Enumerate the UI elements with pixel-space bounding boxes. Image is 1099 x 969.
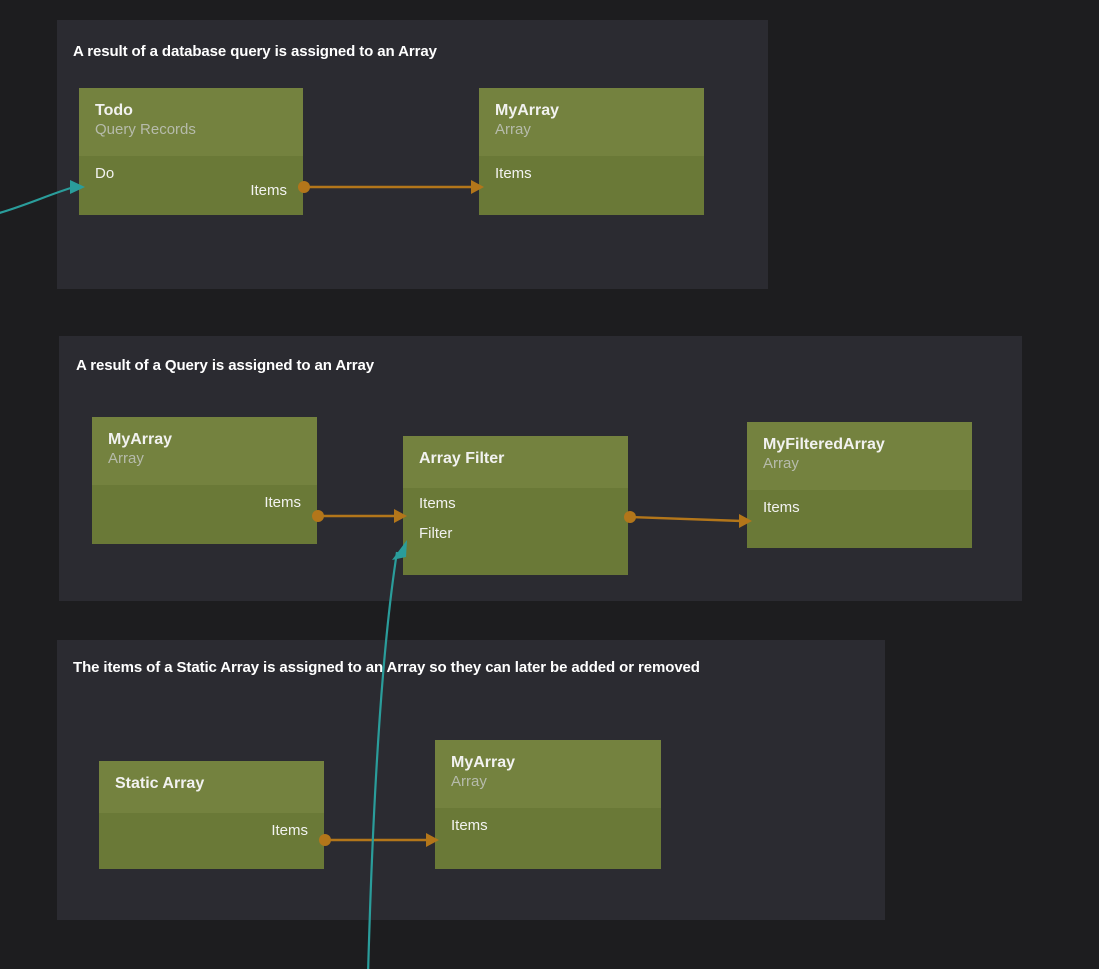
node-body: Do: [79, 156, 303, 190]
node-myarray-3[interactable]: MyArray Array Items: [435, 740, 661, 869]
node-subtitle: Array: [108, 450, 144, 468]
node-body: Items: [99, 813, 324, 847]
node-header: MyArray Array: [92, 417, 317, 485]
node-header: Todo Query Records: [79, 88, 303, 156]
port-row-items[interactable]: Items: [99, 813, 324, 847]
port-row-filter[interactable]: Filter: [403, 518, 628, 548]
node-title: MyFilteredArray: [763, 436, 885, 453]
node-title: Static Array: [115, 775, 205, 792]
node-myarray-2[interactable]: MyArray Array Items: [92, 417, 317, 544]
port-label: Items: [264, 493, 301, 511]
node-subtitle: Array: [451, 773, 487, 791]
node-todo[interactable]: Todo Query Records Do Items: [79, 88, 303, 215]
port-label: Items: [451, 816, 488, 834]
port-label: Items: [763, 498, 800, 516]
port-row-items[interactable]: Items: [92, 485, 317, 519]
node-body: Items: [435, 808, 661, 842]
port-row-items[interactable]: Items: [403, 488, 628, 518]
port-row-items[interactable]: Items: [479, 156, 704, 190]
node-array-filter[interactable]: Array Filter Items Filter Items: [403, 436, 628, 575]
node-subtitle: Array: [763, 455, 799, 473]
node-subtitle: Array: [495, 121, 531, 139]
group-panel-title: A result of a Query is assigned to an Ar…: [76, 357, 375, 374]
node-static-array[interactable]: Static Array Items: [99, 761, 324, 869]
node-body: Items Filter: [403, 488, 628, 548]
node-header: Static Array: [99, 761, 324, 813]
node-body: Items: [747, 490, 972, 524]
group-panel-title: The items of a Static Array is assigned …: [73, 659, 700, 676]
node-myarray-1[interactable]: MyArray Array Items: [479, 88, 704, 215]
port-row-do[interactable]: Do: [79, 156, 303, 190]
node-header: MyFilteredArray Array: [747, 422, 972, 490]
node-body: Items: [92, 485, 317, 519]
port-row-items[interactable]: Items: [747, 490, 972, 524]
node-myfilteredarray[interactable]: MyFilteredArray Array Items: [747, 422, 972, 548]
port-label: Items: [250, 181, 287, 199]
node-title: MyArray: [495, 102, 560, 119]
port-label: Items: [495, 164, 532, 182]
node-title: MyArray: [451, 754, 516, 771]
port-label: Items: [271, 821, 308, 839]
port-row-items[interactable]: Items: [435, 808, 661, 842]
port-label: Do: [95, 164, 115, 182]
group-panel-title: A result of a database query is assigned…: [73, 43, 437, 60]
node-header: Array Filter: [403, 436, 628, 488]
node-header: MyArray Array: [479, 88, 704, 156]
node-body: Items: [479, 156, 704, 190]
port-label: Items: [575, 496, 612, 511]
node-title: MyArray: [108, 431, 173, 448]
node-title: Array Filter: [419, 450, 505, 467]
port-row-items[interactable]: Items: [79, 173, 303, 207]
node-header: MyArray Array: [435, 740, 661, 808]
node-title: Todo: [95, 102, 133, 119]
port-label: Filter: [419, 524, 453, 542]
node-subtitle: Query Records: [95, 121, 196, 139]
port-label: Items: [419, 494, 456, 512]
